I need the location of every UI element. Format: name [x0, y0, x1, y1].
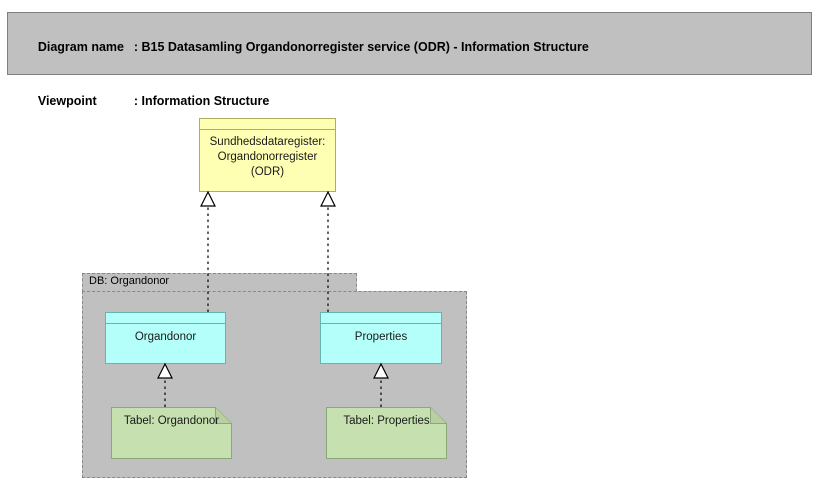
diagram-name-separator: : [133, 40, 142, 54]
node-header-strip [106, 313, 225, 324]
viewpoint-separator: : [133, 94, 142, 108]
node-header-strip [200, 119, 335, 130]
artifact-shape-icon [111, 407, 232, 459]
viewpoint-line: Viewpoint: Information Structure [17, 74, 811, 128]
diagram-name-line: Diagram name: B15 Datasamling Organdonor… [17, 20, 811, 74]
node-tabel-properties[interactable]: Tabel: Properties [326, 407, 447, 459]
node-label: Properties [354, 331, 408, 343]
diagram-title-banner: Diagram name: B15 Datasamling Organdonor… [7, 12, 812, 108]
viewpoint-label: Viewpoint [37, 94, 97, 108]
node-sundhedsdataregister-odr[interactable]: Sundhedsdataregister: Organdonorregister… [199, 118, 336, 192]
package-label: DB: Organdonor [89, 275, 170, 287]
node-label: Tabel: Organdonor [123, 415, 220, 427]
diagram-name-label: Diagram name [37, 40, 124, 54]
node-label: Sundhedsdataregister: Organdonorregister… [209, 136, 326, 178]
node-header-strip [321, 313, 441, 324]
node-properties[interactable]: Properties [320, 312, 442, 364]
node-label: Organdonor [134, 331, 197, 343]
viewpoint-value: Information Structure [141, 94, 270, 108]
node-label: Tabel: Properties [343, 415, 430, 427]
node-organdonor[interactable]: Organdonor [105, 312, 226, 364]
artifact-shape-icon [326, 407, 447, 459]
node-tabel-organdonor[interactable]: Tabel: Organdonor [111, 407, 232, 459]
package-tab [82, 273, 357, 292]
diagram-name-value: B15 Datasamling Organdonorregister servi… [141, 40, 589, 54]
